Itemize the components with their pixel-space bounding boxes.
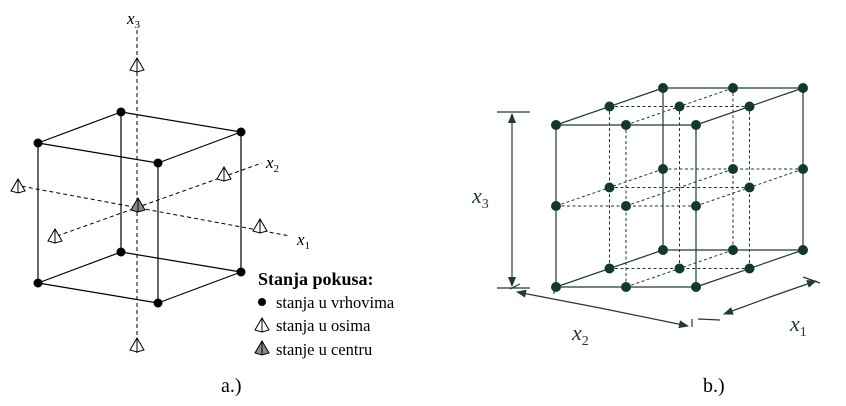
gray-pyramid-icon [254, 340, 270, 356]
grid-point [604, 182, 615, 193]
grid-points [551, 83, 808, 292]
x1-dimension-arrow [769, 280, 817, 298]
axis-label-x3: x3 [126, 9, 141, 31]
grid-point [691, 282, 701, 292]
legend-title: Stanja pokusa: [258, 269, 374, 289]
axis-x2-line [56, 162, 263, 237]
grid-point [621, 282, 631, 292]
axial-point [216, 166, 232, 182]
vertex-point [116, 107, 126, 117]
grid-point [728, 245, 738, 255]
vertex-point [33, 138, 43, 148]
vertex-point [116, 247, 126, 257]
legend-item-center: stanje u centru [276, 340, 372, 359]
grid-point [744, 182, 755, 193]
grid-point [728, 164, 738, 174]
legend: Stanja pokusa: stanja u vrhovima stanja … [254, 269, 395, 359]
grid-point [674, 263, 685, 274]
grid-point [728, 83, 738, 93]
vertex-point [33, 278, 43, 288]
open-pyramid-icon [254, 317, 270, 333]
x2-dimension-arrow [516, 289, 601, 309]
dimension-lines [497, 111, 821, 329]
axial-point [252, 218, 268, 234]
axis-label-b-x2: x2 [571, 320, 589, 349]
vertex-point [153, 158, 163, 168]
grid-point [621, 120, 631, 130]
filled-dot-icon [258, 298, 266, 306]
grid-point [604, 263, 615, 274]
figure-b [551, 83, 808, 292]
grid-point [551, 201, 561, 211]
vertex-point [153, 298, 163, 308]
grid-point [798, 83, 808, 93]
grid-point [658, 164, 668, 174]
grid-point [691, 120, 701, 130]
vertex-points [33, 107, 246, 308]
vertex-point [236, 267, 246, 277]
caption-a: a.) [221, 375, 242, 397]
grid-point [658, 83, 668, 93]
grid-point [798, 164, 808, 174]
axial-point [129, 337, 145, 353]
grid-point [798, 245, 808, 255]
grid-point [621, 201, 631, 211]
caption-b: b.) [703, 375, 725, 397]
legend-item-vertices: stanja u vrhovima [276, 293, 395, 312]
axial-point [47, 228, 63, 244]
axial-point [129, 57, 145, 73]
cube-edges [37, 111, 242, 304]
axis-label-x1: x1 [296, 230, 310, 252]
grid-point [604, 101, 615, 112]
axis-label-b-x1: x1 [789, 311, 807, 340]
grid-line [625, 168, 734, 207]
grid-point [551, 120, 561, 130]
axis-label-x2: x2 [265, 153, 279, 175]
grid-point [691, 201, 701, 211]
axis-x1-line [14, 184, 291, 237]
axis-label-b-x3: x3 [471, 183, 489, 212]
grid-point [551, 282, 561, 292]
vertex-point [236, 127, 246, 137]
grid-point [744, 263, 755, 274]
legend-item-axes: stanja u osima [276, 316, 371, 335]
grid-point [674, 101, 685, 112]
grid-lines [555, 87, 804, 288]
grid-point [744, 101, 755, 112]
figure-a: x3 x2 x1 Stanja pokusa: stanja u vrhovim… [10, 9, 395, 397]
grid-point [658, 245, 668, 255]
